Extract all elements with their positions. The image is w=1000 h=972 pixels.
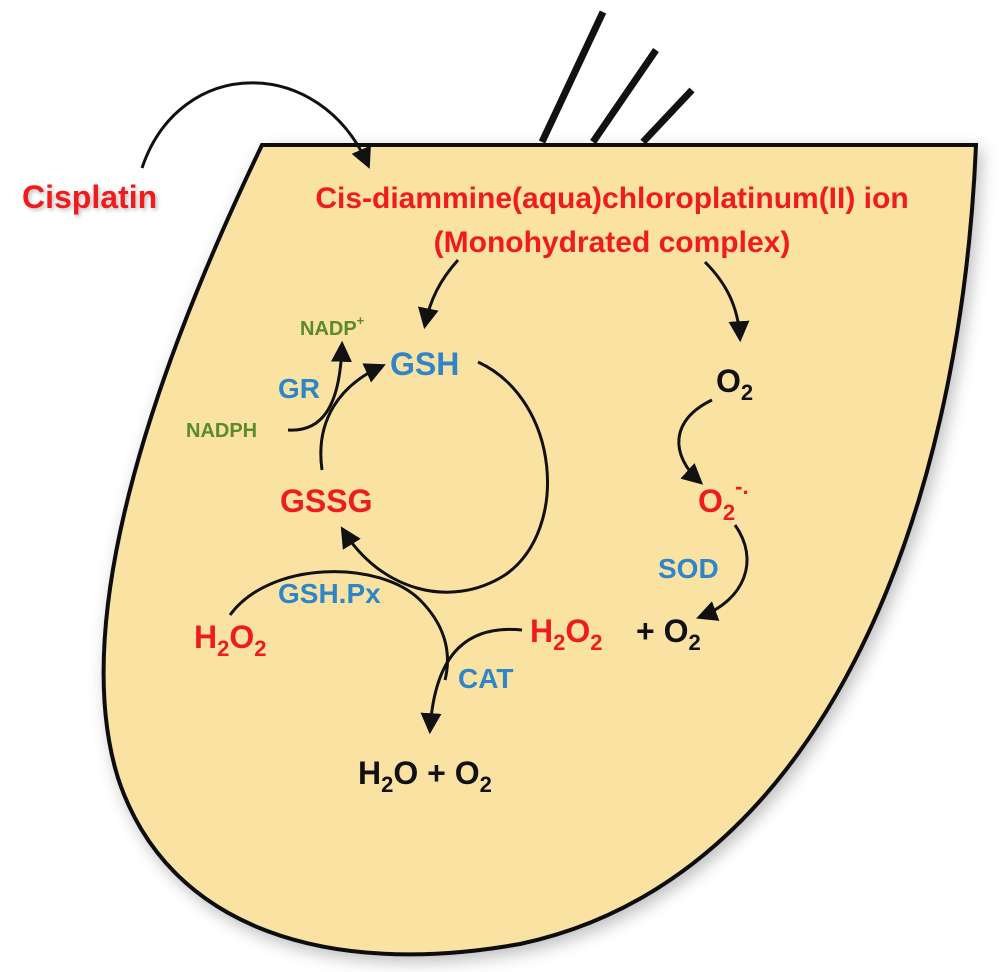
label-nadp-plus: NADP+	[300, 313, 365, 340]
arrow-gsh-cycle-to-gssg	[340, 360, 549, 594]
label-complex-line1: Cis-diammine(aqua)chloroplatinum(II) ion	[315, 182, 908, 215]
arrow-gssg-to-gsh	[319, 363, 386, 471]
label-cat: CAT	[458, 663, 513, 694]
cell-body	[101, 143, 979, 957]
arrow-superoxide-to-h2o2	[696, 524, 749, 621]
arrow-h2o2-gshpx	[228, 570, 449, 681]
label-o2-top: O2	[716, 363, 753, 405]
label-h2o-o2: H2O + O2	[358, 755, 492, 797]
arrow-complex-to-o2	[703, 260, 750, 343]
flagellum-3	[640, 87, 695, 145]
label-gr: GR	[278, 373, 320, 404]
label-cisplatin: Cisplatin	[22, 179, 157, 215]
arrow-nadph-to-nadp	[287, 340, 352, 432]
arrow-complex-to-gsh	[418, 258, 460, 330]
label-plus-o2-right: + O2	[636, 613, 701, 655]
label-gssg: GSSG	[280, 483, 372, 519]
label-complex-line2: (Monohydrated complex)	[434, 226, 791, 259]
label-h2o2-left: H2O2	[194, 619, 267, 661]
label-sod: SOD	[658, 553, 719, 584]
arrow-h2o2-cat	[420, 627, 523, 735]
flagellum-1	[538, 10, 607, 144]
label-superoxide: O2-.	[698, 474, 749, 525]
label-nadph: NADPH	[186, 420, 257, 442]
flagellum-2	[590, 48, 659, 144]
label-gsh-px: GSH.Px	[278, 578, 381, 609]
arrow-o2-to-superoxide	[677, 398, 713, 485]
label-h2o2-right: H2O2	[530, 613, 603, 655]
arrow-cisplatin-to-complex	[140, 81, 371, 169]
label-gsh: GSH	[390, 346, 459, 382]
